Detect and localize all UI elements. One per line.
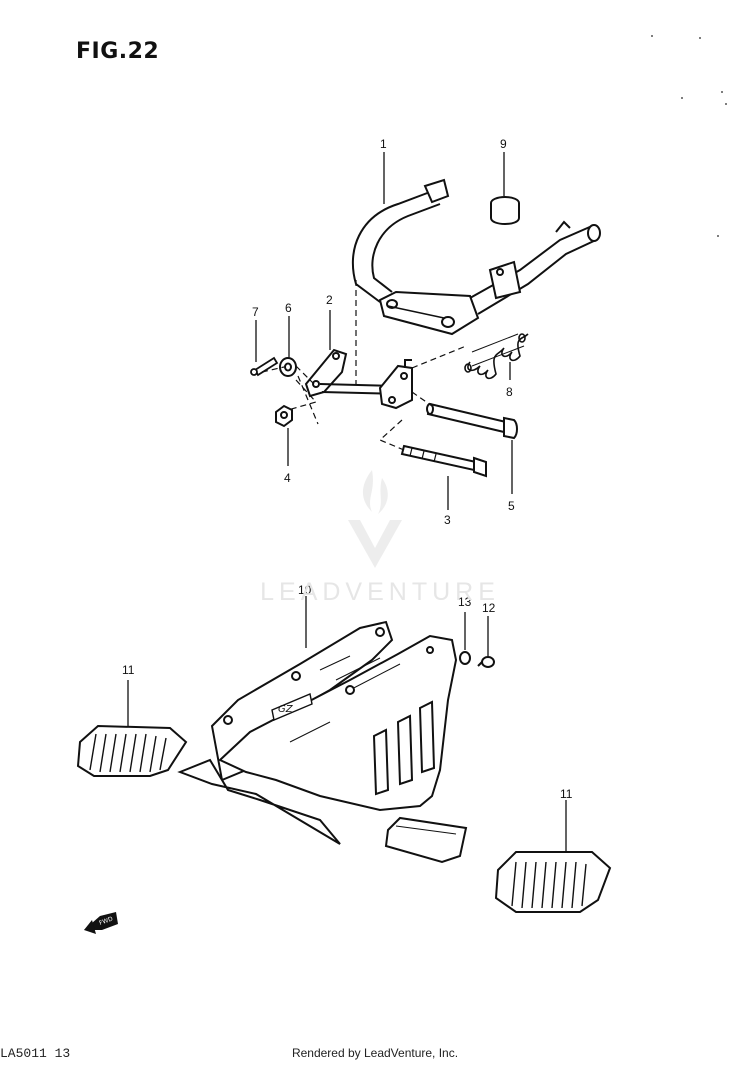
callout-4: 4 [284,471,291,485]
rubber-stop-part-9 [490,196,520,225]
washer-part-6 [279,357,297,377]
callout-5: 5 [508,499,515,513]
leader-lines-bottom [127,596,567,852]
callout-6: 6 [285,301,292,315]
callout-1: 1 [380,137,387,151]
svg-text:FWD: FWD [98,915,114,926]
callout-11-left: 11 [122,663,135,677]
bolt-part-3 [400,444,487,478]
scan-specks [651,35,727,237]
assembly-guide-lines [261,280,467,451]
callout-10: 10 [298,583,312,597]
footer-diagram-code: LA5011 13 [0,1046,71,1061]
callout-8: 8 [506,385,513,399]
center-stand-part-1 [351,178,601,336]
callout-13: 13 [458,595,472,609]
callout-2: 2 [326,293,333,307]
fwd-arrow-icon: FWD [84,912,118,934]
footer-rendered-by: Rendered by LeadVenture, Inc. [291,1046,459,1060]
callout-11-right: 11 [560,787,573,801]
footrest-rubber-left-part-11 [76,724,188,777]
watermark-text: LEADVENTURE [260,578,500,606]
leader-lines-top [255,152,513,510]
callout-3: 3 [444,513,451,527]
spring-part-8 [464,333,529,380]
screw-part-12 [477,656,495,668]
callout-9: 9 [500,137,507,151]
shaft-part-5 [426,402,518,440]
callout-7: 7 [252,305,259,319]
pin-part-7 [250,356,279,377]
washer-part-13 [459,651,471,665]
callout-12: 12 [482,601,496,615]
svg-text:GZ: GZ [278,704,294,715]
footrest-rubber-right-part-11 [494,851,612,913]
figure-title: FIG.22 [76,39,160,64]
footrest-cover-part-10: GZ [177,620,468,864]
leadventure-logo-icon [348,470,402,568]
stand-bracket-part-2 [304,348,413,410]
nut-part-4 [275,404,293,428]
